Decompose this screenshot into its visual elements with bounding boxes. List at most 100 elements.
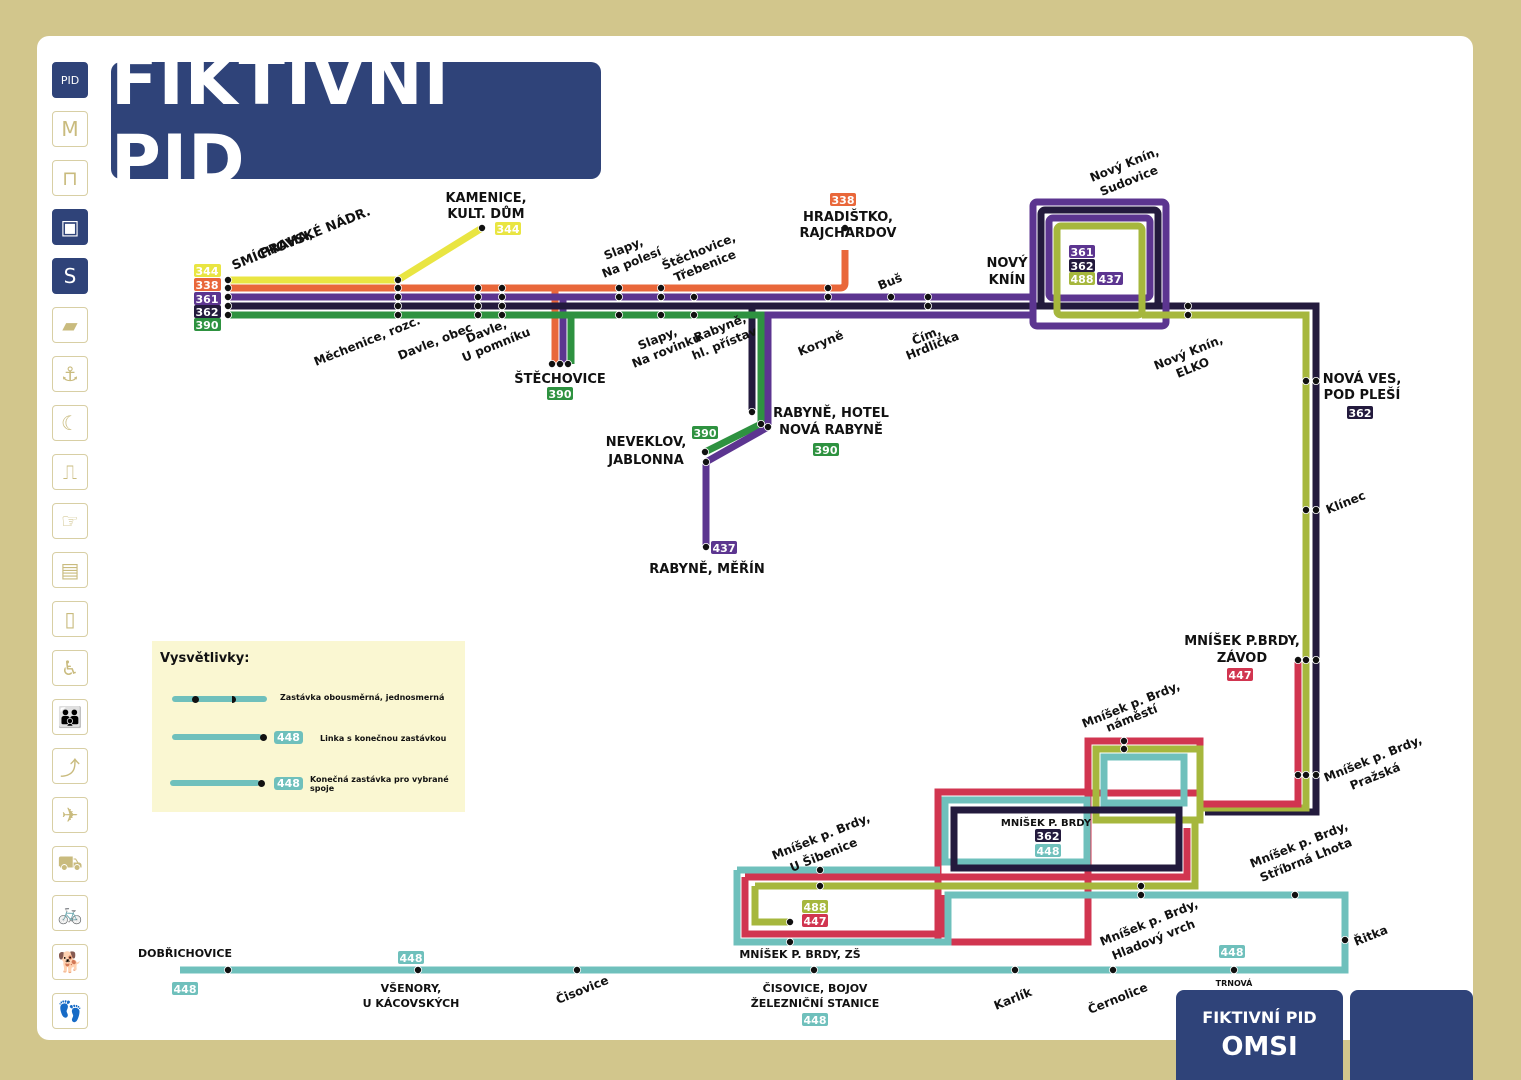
label-mnisek-zavod: MNÍŠEK P.BRDY, bbox=[1184, 633, 1300, 649]
label-cisovice-bojov-2: ŽELEZNIČNÍ STANICE bbox=[751, 997, 879, 1010]
label-cernolice: Černolice bbox=[1086, 979, 1150, 1017]
label-kamenice-2: KULT. DŮM bbox=[447, 206, 524, 222]
stop-dot bbox=[573, 966, 582, 975]
label-novy-knin: NOVÝ bbox=[986, 255, 1028, 271]
stop-dot bbox=[615, 310, 624, 319]
stop-dot bbox=[757, 419, 766, 428]
badge-361: 361 bbox=[196, 293, 219, 306]
stop-dot bbox=[657, 292, 666, 301]
stop-dot bbox=[223, 292, 232, 301]
badge-knin-437: 437 bbox=[1099, 273, 1122, 286]
stop-dot bbox=[556, 359, 565, 368]
badge-stechovice-390: 390 bbox=[549, 388, 572, 401]
line-338-route bbox=[228, 250, 849, 364]
stop-dot bbox=[1302, 505, 1311, 514]
stop-dot bbox=[1291, 891, 1300, 900]
novy-knin-loop bbox=[1029, 198, 1170, 330]
stop-dot bbox=[497, 301, 506, 310]
legend-title: Vysvětlivky: bbox=[160, 651, 250, 666]
replacement-route-icon: ⎍ bbox=[52, 454, 88, 490]
stop-dot bbox=[393, 275, 402, 284]
stop-dot bbox=[223, 275, 232, 284]
badge-knin-488: 488 bbox=[1071, 273, 1094, 286]
footer-subtitle: OMSI bbox=[1221, 1032, 1298, 1062]
stop-dot bbox=[841, 223, 850, 232]
stop-dot bbox=[764, 422, 773, 431]
stop-dot bbox=[924, 301, 933, 310]
stop-dot bbox=[1230, 966, 1239, 975]
stop-dot bbox=[824, 292, 833, 301]
stop-dot bbox=[1302, 376, 1311, 385]
train-s-icon: S bbox=[52, 258, 88, 294]
stop-dot bbox=[477, 223, 486, 232]
footer-blank-box bbox=[1350, 990, 1473, 1080]
stop-dot bbox=[786, 918, 795, 927]
route-338-path bbox=[228, 250, 849, 292]
start-badges: 344 338 361 362 390 bbox=[194, 264, 221, 332]
stop-dot bbox=[393, 283, 402, 292]
stop-dot bbox=[473, 283, 482, 292]
stop-dot bbox=[223, 310, 232, 319]
stop-dot bbox=[816, 866, 825, 875]
wheelchair-icon: ♿ bbox=[52, 650, 88, 686]
mobile-ticket-icon: ▯ bbox=[52, 601, 88, 637]
label-nova-ves: NOVÁ VES, bbox=[1323, 371, 1402, 387]
ticket-machine-icon: ☞ bbox=[52, 503, 88, 539]
label-neveklov: NEVEKLOV, bbox=[606, 435, 687, 450]
badge-knin-362: 362 bbox=[1071, 260, 1094, 273]
badge-390: 390 bbox=[196, 319, 219, 332]
night-icon: ☾ bbox=[52, 405, 88, 441]
stop-dot bbox=[497, 292, 506, 301]
label-mnisek-brdy: MNÍŠEK P. BRDY bbox=[1001, 816, 1092, 829]
legend-dot-terminal-2 bbox=[258, 780, 265, 787]
badge-neveklov-390: 390 bbox=[694, 427, 717, 440]
label-rabyne-merin: RABYNĚ, MĚŘÍN bbox=[649, 561, 764, 577]
legend-badge-3: 448 bbox=[274, 777, 303, 790]
badge-novaves-362: 362 bbox=[1349, 407, 1372, 420]
stop-dot bbox=[615, 283, 624, 292]
label-nova-ves-2: POD PLEŠÍ bbox=[1324, 387, 1401, 403]
badge-zs-447: 447 bbox=[804, 915, 827, 928]
label-mnisek-zs: MNÍŠEK P. BRDY, ZŠ bbox=[739, 948, 860, 961]
legend-text-3: Konečná zastávka pro vybrané spoje bbox=[310, 775, 449, 793]
label-hradistko: HRADIŠTKO, bbox=[803, 209, 893, 225]
line-390-route bbox=[228, 311, 765, 456]
footsteps-icon: 👣 bbox=[52, 993, 88, 1029]
stop-dot bbox=[473, 301, 482, 310]
stop-dot bbox=[1294, 656, 1303, 665]
badge-trnova-448: 448 bbox=[1221, 946, 1244, 959]
stroller-icon: ⛟ bbox=[52, 846, 88, 882]
stop-dot bbox=[497, 310, 506, 319]
footer-title: FIKTIVNÍ PID bbox=[1202, 1008, 1317, 1027]
stop-dot bbox=[657, 283, 666, 292]
stop-dot bbox=[690, 310, 699, 319]
label-praha-2: SMÍCHOVSKÉ NÁDR. bbox=[230, 203, 373, 273]
label-rabyne-hotel-2: NOVÁ RABYNĚ bbox=[779, 422, 883, 438]
stop-dot bbox=[413, 966, 422, 975]
label-novy-knin-2: KNÍN bbox=[989, 272, 1026, 288]
stop-dot bbox=[564, 359, 573, 368]
label-koryne: Koryně bbox=[796, 328, 846, 359]
badge-kamenice-344: 344 bbox=[497, 223, 520, 236]
label-kamenice: KAMENICE, bbox=[445, 191, 526, 206]
stop-dot bbox=[1341, 936, 1350, 945]
badge-mnisek-362: 362 bbox=[1037, 830, 1060, 843]
family-icon: 👪 bbox=[52, 699, 88, 735]
stop-dot bbox=[748, 407, 757, 416]
label-rabyne-hotel: RABYNĚ, HOTEL bbox=[773, 405, 889, 421]
page-title: FIKTIVNÍ PID bbox=[111, 41, 450, 200]
badge-mnisek-448: 448 bbox=[1037, 845, 1060, 858]
stop-dot bbox=[497, 283, 506, 292]
stop-dot bbox=[816, 882, 825, 891]
label-trnova: TRNOVÁ bbox=[1216, 977, 1254, 988]
airplane-icon: ✈ bbox=[52, 797, 88, 833]
stop-dot bbox=[473, 292, 482, 301]
badge-362: 362 bbox=[196, 306, 219, 319]
badge-hradistko-338: 338 bbox=[832, 194, 855, 207]
label-dobrichovice: DOBŘICHOVICE bbox=[138, 947, 232, 960]
stop-dot bbox=[924, 292, 933, 301]
stop-dot bbox=[1011, 966, 1020, 975]
badge-knin-361: 361 bbox=[1071, 246, 1094, 259]
badge-zavod-447: 447 bbox=[1229, 669, 1252, 682]
